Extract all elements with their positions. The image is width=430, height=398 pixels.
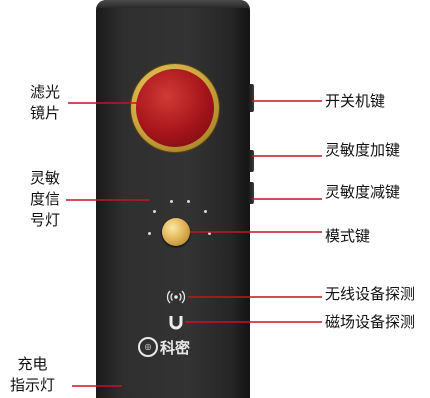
label-sensitivity-up: 灵敏度加键	[325, 141, 401, 159]
brand-logo: ◎ 科密	[138, 336, 190, 358]
wireless-signal-icon	[166, 288, 186, 306]
sensitivity-indicator-dot	[204, 210, 207, 213]
label-signal-light-line3: 号灯	[30, 211, 61, 229]
label-signal-light-line2: 度信	[30, 190, 61, 208]
brand-logo-icon: ◎	[138, 337, 158, 357]
label-charge-light-line1: 充电	[17, 355, 48, 373]
label-wireless-detect: 无线设备探测	[325, 285, 416, 303]
label-mode-key: 模式键	[325, 227, 371, 245]
label-sensitivity-down: 灵敏度减键	[325, 183, 401, 201]
device-top-edge	[96, 0, 250, 8]
detector-device: ◎ 科密	[96, 0, 250, 398]
filter-lens	[136, 69, 214, 147]
sensitivity-down-button[interactable]	[248, 182, 254, 204]
magnet-icon	[168, 314, 184, 330]
sensitivity-indicator-dot	[187, 200, 190, 203]
label-filter-lens: 滤光 镜片	[30, 82, 60, 124]
brand-name: 科密	[160, 338, 191, 357]
label-signal-light: 灵敏 度信 号灯	[30, 168, 60, 231]
label-charge-light-line2: 指示灯	[10, 376, 56, 394]
sensitivity-up-button[interactable]	[248, 150, 254, 172]
label-charge-light: 充电 指示灯	[10, 354, 55, 396]
label-filter-lens-line2: 镜片	[30, 104, 61, 122]
label-signal-light-line1: 灵敏	[30, 169, 61, 187]
sensitivity-indicator-dot	[148, 232, 151, 235]
filter-lens-ring	[131, 64, 219, 152]
label-filter-lens-line1: 滤光	[30, 83, 61, 101]
power-button[interactable]	[248, 84, 254, 112]
mode-button[interactable]	[162, 218, 190, 246]
sensitivity-indicator-dot	[208, 232, 211, 235]
sensitivity-indicator-dot	[153, 210, 156, 213]
label-magnetic-detect: 磁场设备探测	[325, 313, 416, 331]
sensitivity-indicator-dot	[170, 200, 173, 203]
label-power-key: 开关机键	[325, 92, 386, 110]
